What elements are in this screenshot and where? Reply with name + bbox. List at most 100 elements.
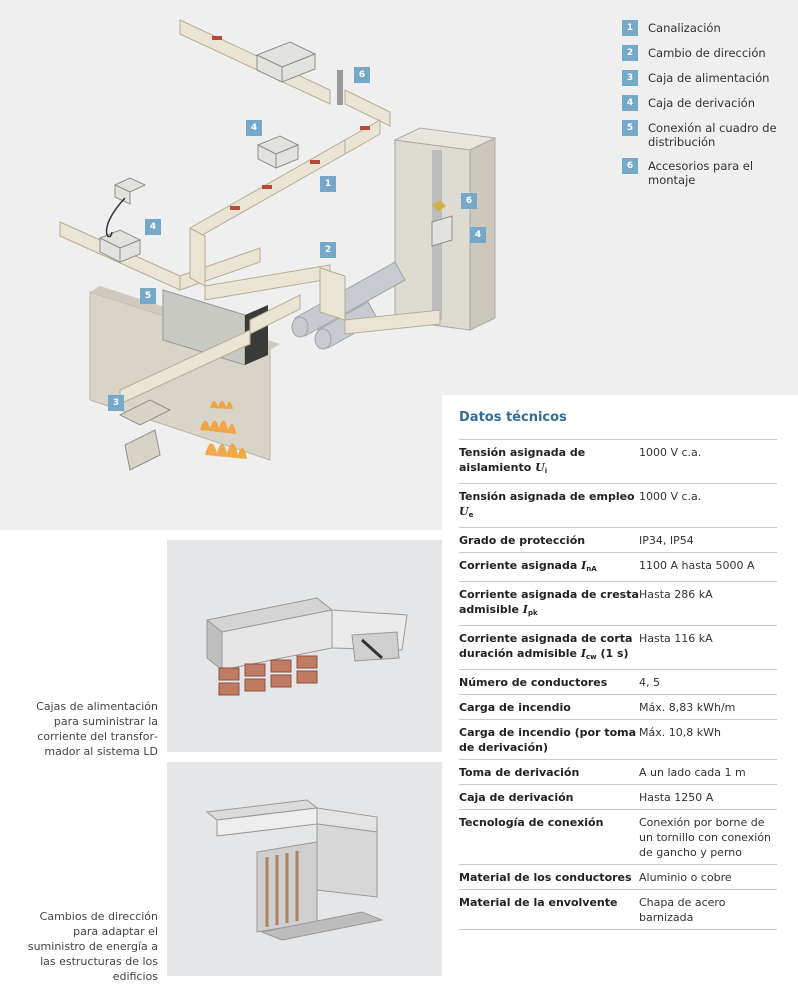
tech-symbol-subscript: nA xyxy=(586,565,597,573)
tech-key-text: Número de conductores xyxy=(459,676,608,689)
diagram-badge-6a: 6 xyxy=(354,67,370,83)
tech-key: Corriente asignada de corta duración adm… xyxy=(459,631,639,665)
diagram-badge-1: 1 xyxy=(320,176,336,192)
diagram-badge-5: 5 xyxy=(140,288,156,304)
technical-data-title: Datos técnicos xyxy=(459,410,567,425)
legend-item: 6 Accesorios para el montaje xyxy=(622,158,798,187)
tech-value: 1000 V c.a. xyxy=(639,490,702,503)
tech-symbol-subscript: cw xyxy=(586,653,597,661)
tech-key-text: Tecnología de conexión xyxy=(459,816,604,829)
busbar-system-diagram: 6 4 1 4 2 5 6 4 3 xyxy=(0,0,798,530)
tech-key: Grado de protección xyxy=(459,533,639,548)
tech-key-text: Corriente asignada de cresta admisible xyxy=(459,588,639,616)
tech-key-text: Toma de derivación xyxy=(459,766,580,779)
diagram-badge-6b: 6 xyxy=(461,193,477,209)
tech-value: IP34, IP54 xyxy=(639,534,694,547)
tech-value: Conexión por borne de un tornillo con co… xyxy=(639,816,772,859)
tech-symbol: U xyxy=(459,505,469,518)
tech-row: Corriente asignada de cresta admisible I… xyxy=(459,582,777,626)
tech-row: Tecnología de conexión Conexión por borne… xyxy=(459,810,777,865)
tech-key: Caja de derivación xyxy=(459,790,639,805)
tech-key: Tensión asignada de aislamiento Ui xyxy=(459,445,639,479)
legend-label: Caja de alimentación xyxy=(648,71,770,85)
tech-key-text: Carga de incendio (por toma de derivació… xyxy=(459,726,637,754)
legend-number: 3 xyxy=(622,70,638,86)
tech-key-text: Corriente asignada xyxy=(459,559,582,572)
tech-row: Grado de protección IP34, IP54 xyxy=(459,528,777,553)
feed-box-caption: Cajas de alimentación para suministrar l… xyxy=(36,700,158,758)
legend-item: 1 Canalización xyxy=(622,20,798,36)
tech-key-text: Material de la envolvente xyxy=(459,896,618,909)
tech-symbol: I xyxy=(522,603,528,616)
tech-row: Material de los conductores Aluminio o co… xyxy=(459,865,777,890)
legend-label: Caja de derivación xyxy=(648,96,755,110)
legend-item: 5 Conexión al cuadro de distribución xyxy=(622,120,798,149)
diagram-white-area xyxy=(442,395,798,530)
tech-value: Máx. 10,8 kWh xyxy=(639,726,721,739)
tech-key: Tecnología de conexión xyxy=(459,815,639,860)
tech-value: Hasta 116 kA xyxy=(639,632,713,645)
tech-row: Carga de incendio Máx. 8,83 kWh/m xyxy=(459,695,777,720)
tech-value: 4, 5 xyxy=(639,676,660,689)
tech-value: Hasta 1250 A xyxy=(639,791,714,804)
tech-row: Toma de derivación A un lado cada 1 m xyxy=(459,760,777,785)
tech-value: 1000 V c.a. xyxy=(639,446,702,459)
direction-change-illustration xyxy=(205,799,384,941)
legend-item: 3 Caja de alimentación xyxy=(622,70,798,86)
tech-key-text: Caja de derivación xyxy=(459,791,574,804)
tech-symbol-subscript: i xyxy=(544,467,548,475)
diagram-badge-4b: 4 xyxy=(145,219,161,235)
tech-row: Carga de incendio (por toma de derivació… xyxy=(459,720,777,760)
direction-change-photo xyxy=(167,762,442,976)
legend-number: 2 xyxy=(622,45,638,61)
tech-key: Carga de incendio (por toma de derivació… xyxy=(459,725,639,755)
diagram-badge-3: 3 xyxy=(108,395,124,411)
legend-number: 4 xyxy=(622,95,638,111)
tech-key: Carga de incendio xyxy=(459,700,639,715)
legend-number: 1 xyxy=(622,20,638,36)
tech-symbol-subscript: pk xyxy=(527,609,538,617)
tech-value: Aluminio o cobre xyxy=(639,871,732,884)
tech-key-text: Tensión asignada de aislamiento xyxy=(459,446,586,474)
legend-label: Canalización xyxy=(648,21,721,35)
tech-symbol: I xyxy=(581,559,587,572)
tech-row: Corriente asignada de corta duración adm… xyxy=(459,626,777,670)
tech-symbol-subscript: e xyxy=(468,511,474,519)
technical-data: Datos técnicos Tensión asignada de aisla… xyxy=(459,410,777,930)
diagram-illustration xyxy=(59,19,497,471)
legend-label: Conexión al cuadro de distribución xyxy=(648,121,777,149)
tech-value: Máx. 8,83 kWh/m xyxy=(639,701,736,714)
tech-key: Número de conductores xyxy=(459,675,639,690)
tech-key: Tensión asignada de empleo Ue xyxy=(459,489,639,523)
tech-row: Número de conductores 4, 5 xyxy=(459,670,777,695)
tech-key-text: Carga de incendio xyxy=(459,701,571,714)
tech-key: Material de los conductores xyxy=(459,870,639,885)
feed-box-illustration xyxy=(205,597,408,696)
tech-key: Toma de derivación xyxy=(459,765,639,780)
legend: 1 Canalización 2 Cambio de dirección 3 C… xyxy=(622,20,798,196)
tech-key: Corriente asignada InA xyxy=(459,558,639,577)
legend-number: 5 xyxy=(622,120,638,136)
tech-key: Corriente asignada de cresta admisible I… xyxy=(459,587,639,621)
diagram-badge-2: 2 xyxy=(320,242,336,258)
legend-item: 4 Caja de derivación xyxy=(622,95,798,111)
legend-item: 2 Cambio de dirección xyxy=(622,45,798,61)
legend-number: 6 xyxy=(622,158,638,174)
tech-value: Hasta 286 kA xyxy=(639,588,713,601)
diagram-badge-4c: 4 xyxy=(470,227,486,243)
tech-key-text: Tensión asignada de empleo xyxy=(459,490,635,503)
tech-key-text: Corriente asignada de corta duración adm… xyxy=(459,632,633,660)
tech-value: 1100 A hasta 5000 A xyxy=(639,559,755,572)
tech-key-text: Grado de protección xyxy=(459,534,586,547)
legend-label: Cambio de dirección xyxy=(648,46,766,60)
tech-value: A un lado cada 1 m xyxy=(639,766,746,779)
legend-label: Accesorios para el montaje xyxy=(648,159,754,187)
tech-key-text: Material de los conductores xyxy=(459,871,632,884)
tech-key-suffix: (1 s) xyxy=(596,647,629,660)
direction-change-caption: Cambios de dirección para adaptar el sum… xyxy=(27,910,158,983)
